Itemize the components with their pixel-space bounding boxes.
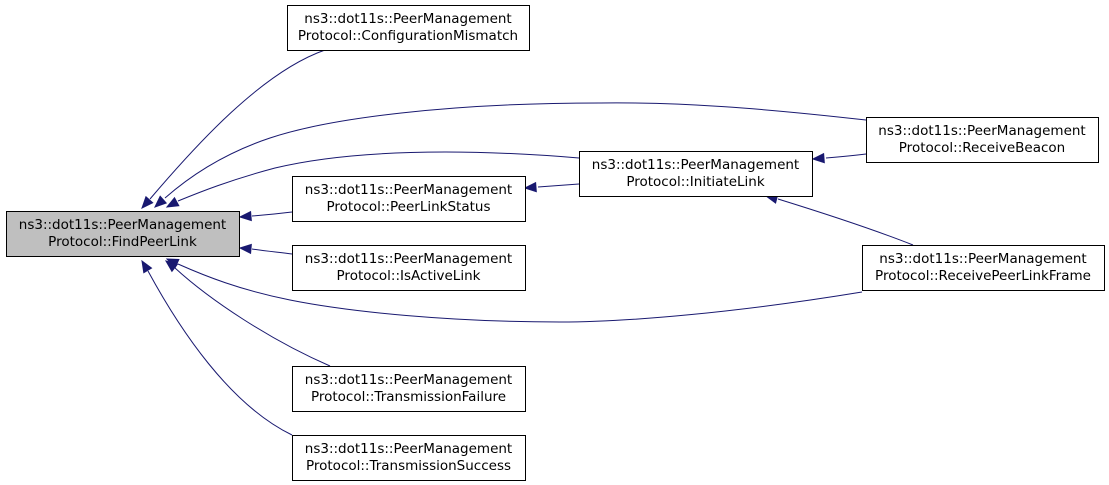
- edge-line: [825, 153, 867, 159]
- edge-line: [537, 183, 580, 188]
- node-label-line2: Protocol::ReceiveBeacon: [899, 140, 1065, 156]
- node-find-peer-link: ns3::dot11s::PeerManagementProtocol::Fin…: [6, 211, 240, 257]
- node-receive-beacon[interactable]: ns3::dot11s::PeerManagementProtocol::Rec…: [866, 117, 1099, 163]
- node-label-line1: ns3::dot11s::PeerManagement: [305, 441, 512, 457]
- node-label-line2: Protocol::ConfigurationMismatch: [298, 28, 518, 44]
- node-box: [579, 151, 813, 197]
- edge-initiate-link-to-find-peer-link: [165, 151, 580, 208]
- edge-transmission-failure-to-find-peer-link: [164, 260, 331, 367]
- node-transmission-failure[interactable]: ns3::dot11s::PeerManagementProtocol::Tra…: [292, 366, 526, 412]
- node-box: [6, 211, 240, 257]
- node-box: [292, 245, 526, 291]
- node-label-line1: ns3::dot11s::PeerManagement: [19, 217, 226, 233]
- arrowhead-icon: [165, 196, 180, 208]
- edge-line: [177, 151, 580, 202]
- node-label-line2: Protocol::TransmissionSuccess: [306, 458, 511, 474]
- edge-receive-beacon-to-initiate-link: [811, 152, 867, 164]
- node-box: [292, 435, 526, 481]
- node-label-line1: ns3::dot11s::PeerManagement: [879, 251, 1086, 267]
- node-box: [287, 5, 530, 51]
- arrowhead-icon: [238, 210, 252, 222]
- node-box: [862, 245, 1105, 291]
- edge-receive-peer-link-frame-to-initiate-link: [764, 193, 914, 246]
- node-label-line2: Protocol::FindPeerLink: [48, 234, 197, 250]
- node-initiate-link[interactable]: ns3::dot11s::PeerManagementProtocol::Ini…: [579, 151, 813, 197]
- edge-line: [251, 211, 293, 217]
- edge-line: [164, 102, 867, 199]
- edge-line: [149, 49, 326, 200]
- node-label-line2: Protocol::PeerLinkStatus: [327, 199, 491, 215]
- edge-line: [147, 270, 293, 436]
- node-label-line1: ns3::dot11s::PeerManagement: [592, 157, 799, 173]
- edge-is-active-link-to-find-peer-link: [238, 243, 293, 255]
- node-label-line1: ns3::dot11s::PeerManagement: [878, 123, 1085, 139]
- node-box: [292, 366, 526, 412]
- node-label-line1: ns3::dot11s::PeerManagement: [305, 372, 512, 388]
- node-receive-peer-link-frame[interactable]: ns3::dot11s::PeerManagementProtocol::Rec…: [862, 245, 1105, 291]
- node-peer-link-status[interactable]: ns3::dot11s::PeerManagementProtocol::Pee…: [292, 176, 526, 222]
- node-box: [292, 176, 526, 222]
- node-box: [866, 117, 1099, 163]
- node-configuration-mismatch[interactable]: ns3::dot11s::PeerManagementProtocol::Con…: [287, 5, 530, 51]
- edge-transmission-success-to-find-peer-link: [141, 259, 293, 436]
- edges-layer: [141, 49, 914, 436]
- node-label-line1: ns3::dot11s::PeerManagement: [304, 11, 511, 27]
- arrowhead-icon: [238, 243, 252, 255]
- node-label-line2: Protocol::InitiateLink: [626, 174, 765, 190]
- node-label-line2: Protocol::IsActiveLink: [337, 268, 481, 284]
- arrowhead-icon: [523, 181, 537, 193]
- edge-receive-beacon-to-find-peer-link: [154, 102, 867, 208]
- edge-peer-link-status-to-find-peer-link: [238, 210, 293, 222]
- arrowhead-icon: [141, 195, 154, 209]
- arrowhead-icon: [164, 260, 179, 273]
- node-label-line1: ns3::dot11s::PeerManagement: [305, 182, 512, 198]
- edge-line: [251, 248, 293, 255]
- arrowhead-icon: [154, 195, 168, 208]
- arrowhead-icon: [141, 259, 153, 274]
- edge-line: [777, 198, 914, 246]
- node-transmission-success[interactable]: ns3::dot11s::PeerManagementProtocol::Tra…: [292, 435, 526, 481]
- edge-configuration-mismatch-to-find-peer-link: [141, 49, 326, 209]
- node-label-line2: Protocol::ReceivePeerLinkFrame: [875, 268, 1091, 284]
- arrowhead-icon: [811, 152, 825, 164]
- edge-line: [177, 263, 863, 323]
- node-is-active-link[interactable]: ns3::dot11s::PeerManagementProtocol::IsA…: [292, 245, 526, 291]
- nodes-layer: ns3::dot11s::PeerManagementProtocol::Fin…: [6, 5, 1105, 481]
- node-label-line1: ns3::dot11s::PeerManagement: [305, 251, 512, 267]
- edge-initiate-link-to-peer-link-status: [523, 181, 580, 193]
- edge-line: [174, 267, 331, 367]
- node-label-line2: Protocol::TransmissionFailure: [311, 389, 506, 405]
